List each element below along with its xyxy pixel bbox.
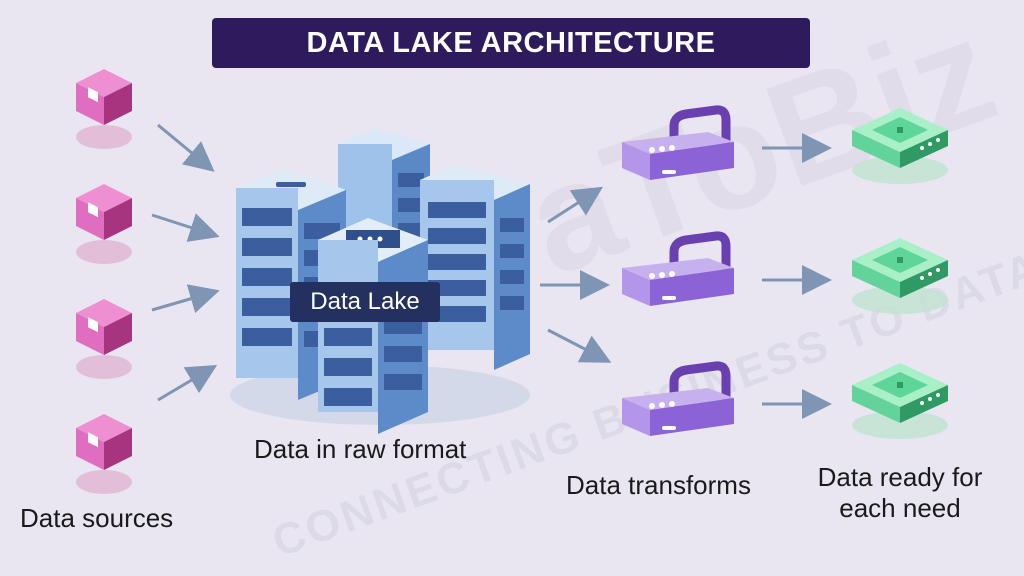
arrow-icon-source-4 (157, 364, 218, 402)
caption-data-sources: Data sources (20, 503, 174, 533)
caption-transforms: Data transforms (566, 470, 751, 500)
caption-data-ready: Data ready for each need (800, 462, 1000, 524)
arrow-icon-lake-3 (547, 328, 612, 363)
data-block-icon-3 (852, 363, 948, 439)
data-lake-label: Data Lake (290, 282, 440, 322)
data-block-icon-1 (852, 108, 948, 184)
arrow-icon-source-3 (151, 284, 220, 314)
page-title: DATA LAKE ARCHITECTURE (212, 18, 810, 68)
data-block-icon-2 (852, 238, 948, 314)
source-cube-icon-2 (76, 184, 132, 264)
lock-icon-1 (622, 105, 734, 180)
arrow-icon-lake-1 (547, 186, 604, 224)
source-cube-icon-3 (76, 299, 132, 379)
source-cube-icon-1 (76, 69, 132, 149)
lock-icon-2 (622, 231, 734, 306)
server-rack-icon-group (230, 128, 530, 434)
lock-icon-3 (622, 361, 734, 436)
caption-data-ready-line2: each need (839, 493, 961, 524)
caption-data-ready-line1: Data ready for (817, 462, 983, 492)
page-title-text: DATA LAKE ARCHITECTURE (306, 26, 716, 59)
arrow-icon-source-1 (157, 123, 215, 172)
arrow-icon-source-2 (151, 213, 220, 242)
source-cube-icon-4 (76, 414, 132, 494)
caption-raw-format: Data in raw format (254, 434, 467, 464)
